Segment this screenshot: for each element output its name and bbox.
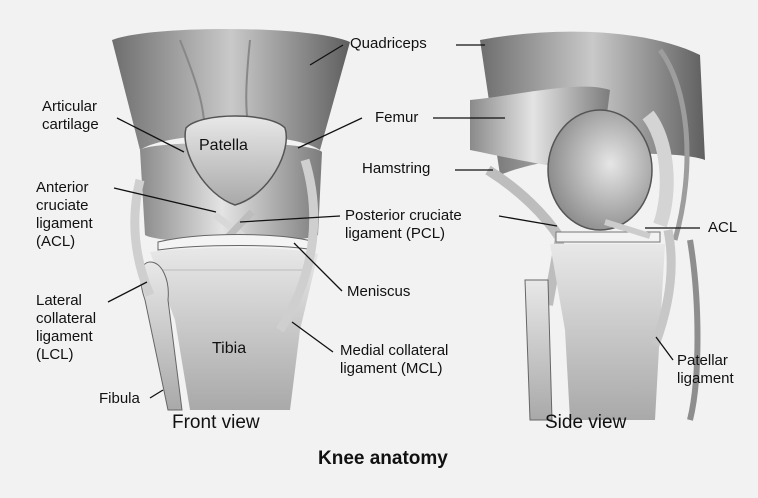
label-hamstring: Hamstring: [362, 160, 430, 178]
caption-side-view: Side view: [545, 412, 626, 434]
label-quadriceps: Quadriceps: [350, 35, 427, 53]
leader-fibula: [150, 390, 163, 398]
label-medial-collateral-ligament: Medial collateral ligament (MCL): [340, 342, 448, 378]
label-anterior-cruciate-ligament: Anterior cruciate ligament (ACL): [36, 179, 93, 251]
caption-front-view: Front view: [172, 412, 260, 434]
side-femoral-condyle: [548, 110, 652, 230]
side-fibula: [525, 280, 552, 420]
label-patella: Patella: [199, 137, 248, 155]
label-articular-cartilage: Articular cartilage: [42, 98, 99, 134]
label-lateral-collateral-ligament: Lateral collateral ligament (LCL): [36, 292, 96, 364]
label-acl-side: ACL: [708, 219, 737, 237]
figure-title: Knee anatomy: [318, 448, 448, 470]
leader-lcl: [108, 282, 147, 302]
label-femur: Femur: [375, 109, 418, 127]
label-posterior-cruciate-ligament: Posterior cruciate ligament (PCL): [345, 207, 462, 243]
label-tibia: Tibia: [212, 340, 246, 358]
label-fibula: Fibula: [99, 390, 140, 408]
side-view-art: [470, 32, 705, 420]
label-patellar-ligament: Patellar ligament: [677, 352, 734, 388]
label-meniscus: Meniscus: [347, 283, 410, 301]
side-tibia: [550, 244, 665, 420]
side-hamstring: [488, 170, 560, 305]
